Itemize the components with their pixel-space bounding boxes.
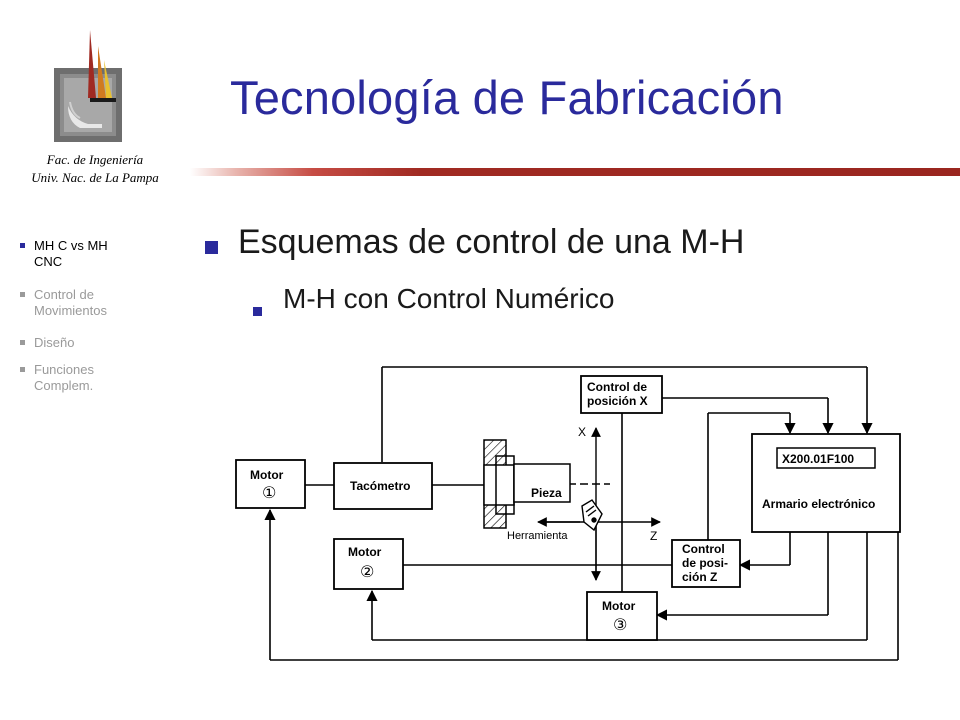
tool-icon: [581, 499, 603, 532]
control-x-line2: posición X: [587, 394, 648, 408]
motor-2-number: ②: [360, 564, 374, 581]
bullet-icon: [20, 367, 25, 372]
pieza-label: Pieza: [531, 486, 562, 500]
chuck-icon: [483, 439, 515, 529]
motor-1-box: [235, 459, 306, 509]
control-z-line2: de posi-: [682, 556, 728, 570]
motor-3-box: [586, 591, 658, 641]
motor-2-box: [333, 538, 404, 590]
control-x-box: [580, 375, 663, 414]
motor-3-number: ③: [613, 617, 627, 634]
motor-1-number: ①: [262, 485, 276, 502]
armario-label: Armario electrónico: [762, 497, 875, 511]
cnc-control-diagram: X Z Pieza Herramienta Motor ① Tacómetro …: [235, 366, 901, 661]
bullet-icon: [20, 292, 25, 297]
bullet-icon: [20, 340, 25, 345]
sidebar-item-label: MH C vs MH CNC: [34, 238, 108, 269]
bullet-icon: [205, 241, 218, 254]
sidebar-item-label: Control de Movimientos: [34, 287, 107, 318]
sidebar-item-control-movimientos[interactable]: Control de Movimientos: [20, 287, 180, 319]
university-name: Univ. Nac. de La Pampa: [31, 170, 159, 185]
motor-3-label: Motor: [602, 599, 636, 613]
axis-x-label: X: [578, 425, 586, 439]
control-z-line3: ción Z: [682, 570, 717, 584]
content-subheading: M-H con Control Numérico: [283, 283, 615, 314]
sidebar-item-label: Diseño: [34, 335, 75, 350]
armario-display-text: X200.01F100: [782, 452, 854, 466]
sidebar-item-diseno[interactable]: Diseño: [20, 335, 180, 351]
bullet-icon: [20, 243, 25, 248]
sidebar-item-label: Funciones Complem.: [34, 362, 94, 393]
armario-display: [776, 447, 876, 469]
content-heading: Esquemas de control de una M-H: [238, 223, 745, 261]
motor-1-label: Motor: [250, 468, 284, 482]
bullet-icon: [253, 307, 262, 316]
tacometro-box: [333, 462, 433, 510]
title-divider: [190, 168, 960, 176]
control-z-box: [671, 539, 741, 588]
tacometro-label: Tacómetro: [350, 479, 410, 493]
institution-name: Fac. de Ingeniería: [46, 152, 144, 167]
control-x-line1: Control de: [587, 380, 647, 394]
sidebar-item-mh-c-vs-mh-cnc[interactable]: MH C vs MH CNC: [20, 238, 180, 270]
control-z-line1: Control: [682, 542, 725, 556]
motor-2-label: Motor: [348, 545, 382, 559]
flame-emblem-icon: [54, 30, 122, 142]
page-title: Tecnología de Fabricación: [230, 71, 784, 124]
workpiece: [513, 463, 571, 503]
axis-z-label: Z: [650, 529, 657, 543]
herramienta-label: Herramienta: [507, 530, 568, 542]
sidebar-item-funciones-complem[interactable]: Funciones Complem.: [20, 362, 180, 394]
